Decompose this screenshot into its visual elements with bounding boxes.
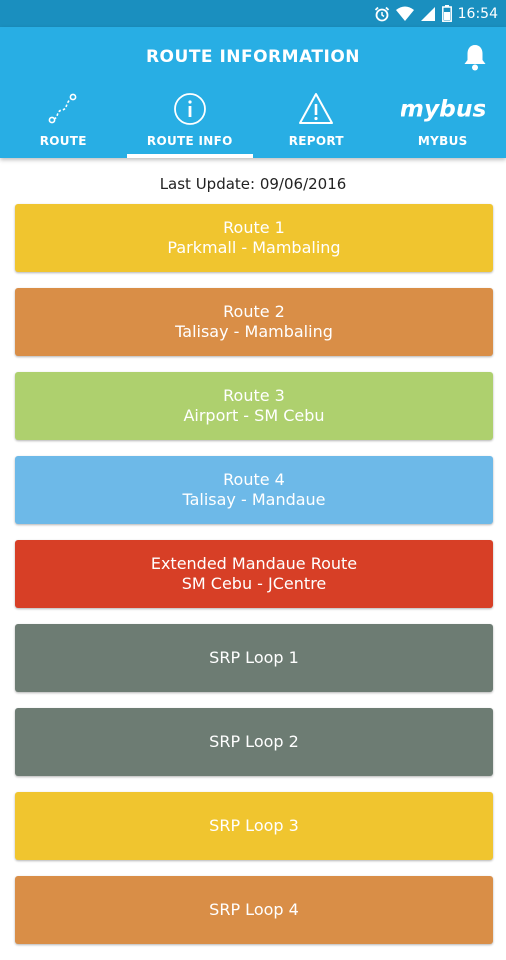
route-1-subtitle: Parkmall - Mambaling xyxy=(167,238,340,258)
srp-loop-1-title: SRP Loop 1 xyxy=(209,648,299,668)
route-2-subtitle: Talisay - Mambaling xyxy=(175,322,333,342)
srp-loop-2-title: SRP Loop 2 xyxy=(209,732,299,752)
route-3-title: Route 3 xyxy=(223,386,285,406)
mybus-logo: mybus xyxy=(401,91,485,127)
route-4-title: Route 4 xyxy=(223,470,285,490)
tab-report-label: REPORT xyxy=(253,134,380,148)
tab-route-label: ROUTE xyxy=(0,134,127,148)
status-bar: 16:54 xyxy=(0,0,506,27)
srp-loop-3-title: SRP Loop 3 xyxy=(209,816,299,836)
route-path-icon xyxy=(45,91,81,127)
route-2-button[interactable]: Route 2 Talisay - Mambaling xyxy=(15,288,493,356)
tab-bar: ROUTE ROUTE INFO REPORT mybus MYBUS xyxy=(0,89,506,158)
alarm-icon xyxy=(374,6,390,22)
srp-loop-2-button[interactable]: SRP Loop 2 xyxy=(15,708,493,776)
route-4-subtitle: Talisay - Mandaue xyxy=(182,490,325,510)
status-time: 16:54 xyxy=(458,6,498,22)
route-3-button[interactable]: Route 3 Airport - SM Cebu xyxy=(15,372,493,440)
route-2-title: Route 2 xyxy=(223,302,285,322)
tab-route[interactable]: ROUTE xyxy=(0,89,127,158)
srp-loop-4-title: SRP Loop 4 xyxy=(209,900,299,920)
status-icons: 16:54 xyxy=(374,0,498,27)
srp-loop-4-button[interactable]: SRP Loop 4 xyxy=(15,876,493,944)
route-4-button[interactable]: Route 4 Talisay - Mandaue xyxy=(15,456,493,524)
extended-mandaue-route-subtitle: SM Cebu - JCentre xyxy=(182,574,327,594)
tab-mybus-label: MYBUS xyxy=(380,134,506,148)
extended-mandaue-route-button[interactable]: Extended Mandaue Route SM Cebu - JCentre xyxy=(15,540,493,608)
warning-icon xyxy=(298,91,334,127)
svg-text:mybus: mybus xyxy=(401,94,485,122)
app-bar: ROUTE INFORMATION ROUTE ROUTE INFO xyxy=(0,27,506,158)
signal-icon xyxy=(420,6,436,22)
tab-route-info[interactable]: ROUTE INFO xyxy=(127,89,254,158)
tab-route-info-label: ROUTE INFO xyxy=(127,134,254,148)
route-3-subtitle: Airport - SM Cebu xyxy=(183,406,324,426)
tab-mybus[interactable]: mybus MYBUS xyxy=(380,89,506,158)
srp-loop-3-button[interactable]: SRP Loop 3 xyxy=(15,792,493,860)
info-icon xyxy=(172,91,208,127)
bell-icon[interactable] xyxy=(462,43,488,71)
last-update-text: Last Update: 09/06/2016 xyxy=(0,175,506,193)
route-list: Route 1 Parkmall - Mambaling Route 2 Tal… xyxy=(15,204,493,960)
srp-loop-1-button[interactable]: SRP Loop 1 xyxy=(15,624,493,692)
extended-mandaue-route-title: Extended Mandaue Route xyxy=(151,554,357,574)
page-title: ROUTE INFORMATION xyxy=(0,47,506,67)
battery-icon xyxy=(442,5,452,22)
wifi-icon xyxy=(396,6,414,22)
route-1-button[interactable]: Route 1 Parkmall - Mambaling xyxy=(15,204,493,272)
tab-report[interactable]: REPORT xyxy=(253,89,380,158)
route-1-title: Route 1 xyxy=(223,218,285,238)
selected-tab-indicator xyxy=(127,154,254,158)
